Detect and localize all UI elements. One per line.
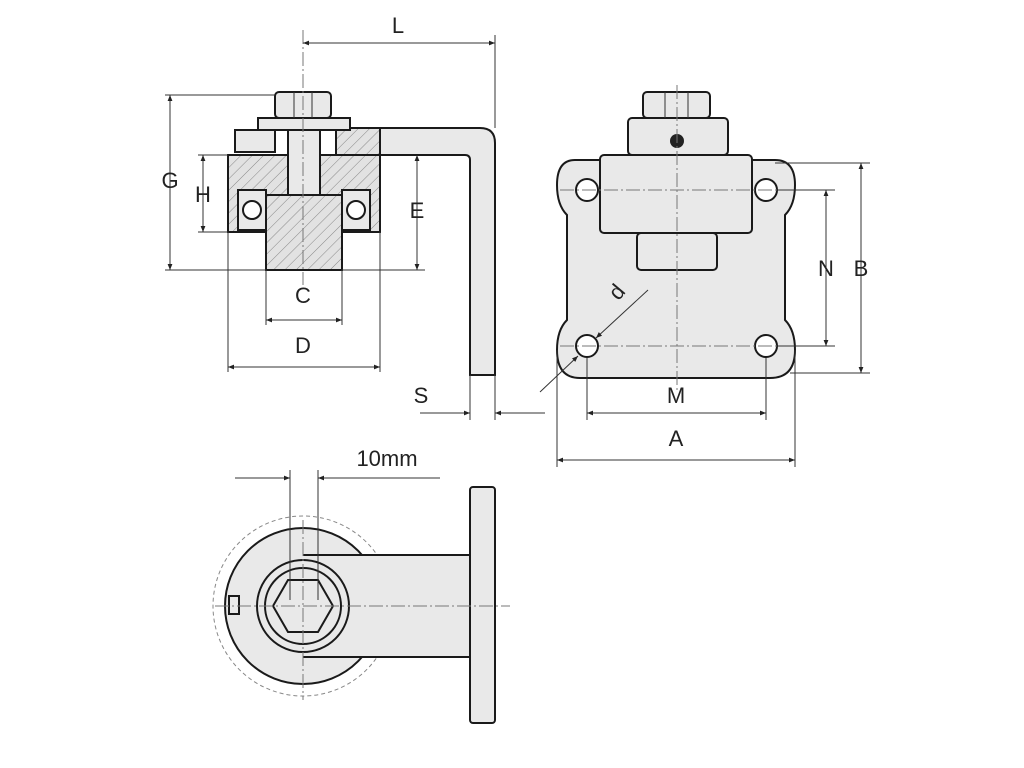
- dim-H-label: H: [195, 182, 211, 207]
- dim-G-label: G: [161, 168, 178, 193]
- housing-top: [335, 127, 381, 156]
- side-view: L G H E C D S: [161, 13, 545, 420]
- dim-L-label: L: [392, 13, 404, 38]
- dim-D-label: D: [295, 333, 311, 358]
- housing-front: [599, 154, 753, 234]
- front-view: M A N B d: [539, 85, 870, 467]
- bracket-flange: [469, 486, 496, 724]
- bracket: [379, 127, 496, 376]
- set-screw-top: [228, 595, 240, 615]
- dim-B-label: B: [854, 256, 869, 281]
- dim-E-label: E: [410, 198, 425, 223]
- dim-10mm-label: 10mm: [356, 446, 417, 471]
- dim-A-label: A: [669, 426, 684, 451]
- bolt-shank: [287, 129, 321, 196]
- dim-M-label: M: [667, 383, 685, 408]
- set-screw: [234, 129, 276, 153]
- washer: [257, 117, 351, 131]
- shaft: [265, 194, 343, 271]
- top-view: 10mm: [212, 446, 510, 724]
- dim-N-label: N: [818, 256, 834, 281]
- dim-S-label: S: [414, 383, 429, 408]
- dim-C-label: C: [295, 283, 311, 308]
